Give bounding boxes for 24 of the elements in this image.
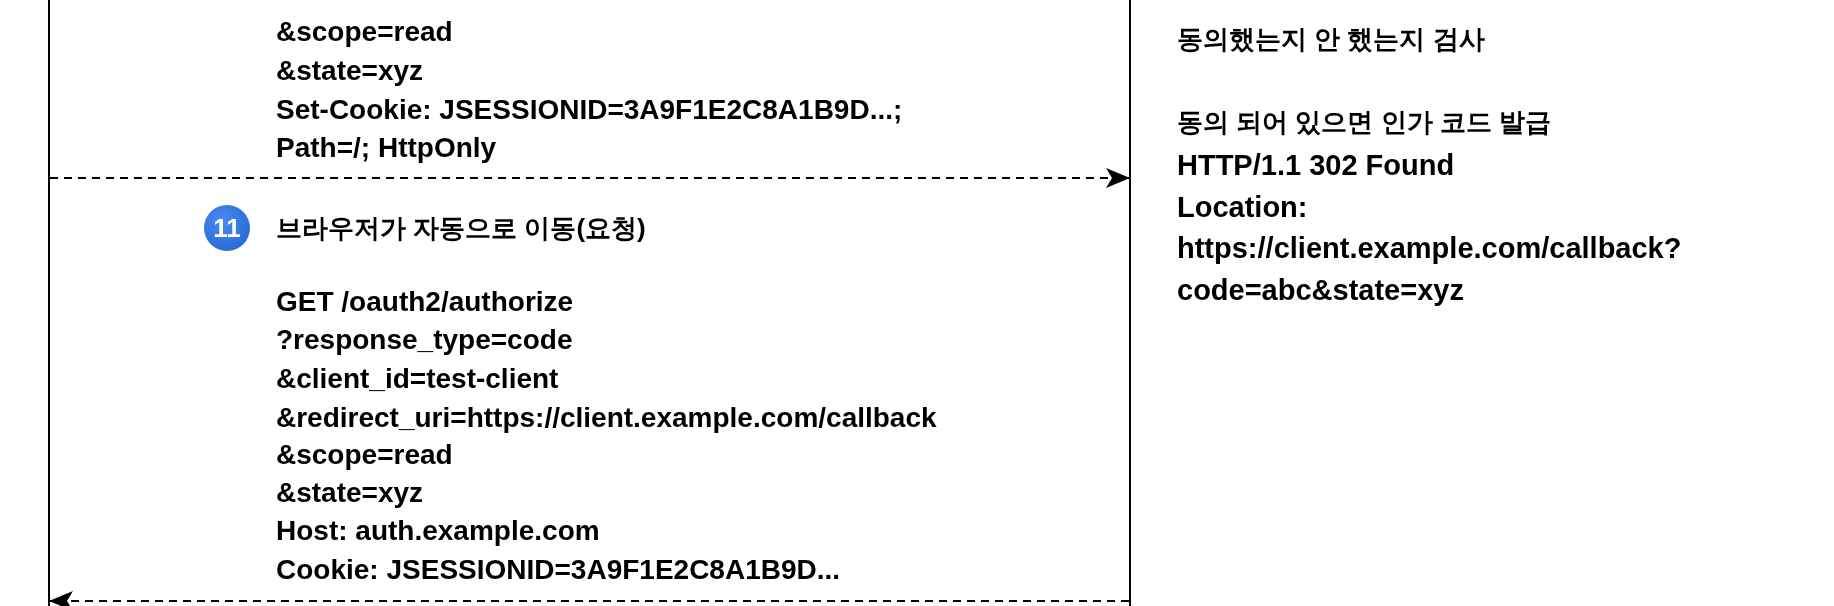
message-text: &client_id=test-client — [276, 362, 559, 396]
message-text: HTTP/1.1 302 Found — [1177, 148, 1455, 183]
lifeline — [1129, 0, 1131, 606]
message-text: 동의했는지 안 했는지 검사 — [1177, 23, 1485, 56]
message-text: &state=xyz — [276, 54, 424, 88]
dashed-arrow — [49, 168, 1130, 188]
message-text: https://client.example.com/callback? — [1177, 231, 1682, 266]
message-text: 동의 되어 있으면 인가 코드 발급 — [1177, 106, 1552, 139]
message-text: GET /oauth2/authorize — [276, 285, 574, 319]
message-text: Location: — [1177, 190, 1308, 225]
message-text: Set-Cookie: JSESSIONID=3A9F1E2C8A1B9D...; — [276, 93, 903, 127]
message-text: Cookie: JSESSIONID=3A9F1E2C8A1B9D... — [276, 553, 841, 587]
message-text: &scope=read — [276, 438, 453, 472]
message-text: &state=xyz — [276, 476, 424, 510]
message-text: &scope=read — [276, 15, 453, 49]
lifeline — [48, 0, 50, 606]
dashed-arrow — [49, 591, 1130, 606]
message-text: code=abc&state=xyz — [1177, 273, 1464, 308]
message-text: Host: auth.example.com — [276, 514, 600, 548]
step-number-badge: 11 — [204, 205, 250, 251]
message-text: ?response_type=code — [276, 323, 573, 357]
message-text: Path=/; HttpOnly — [276, 131, 497, 165]
message-text: 브라우저가 자동으로 이동(요청) — [276, 212, 646, 245]
message-text: &redirect_uri=https://client.example.com/callback — [276, 401, 937, 435]
